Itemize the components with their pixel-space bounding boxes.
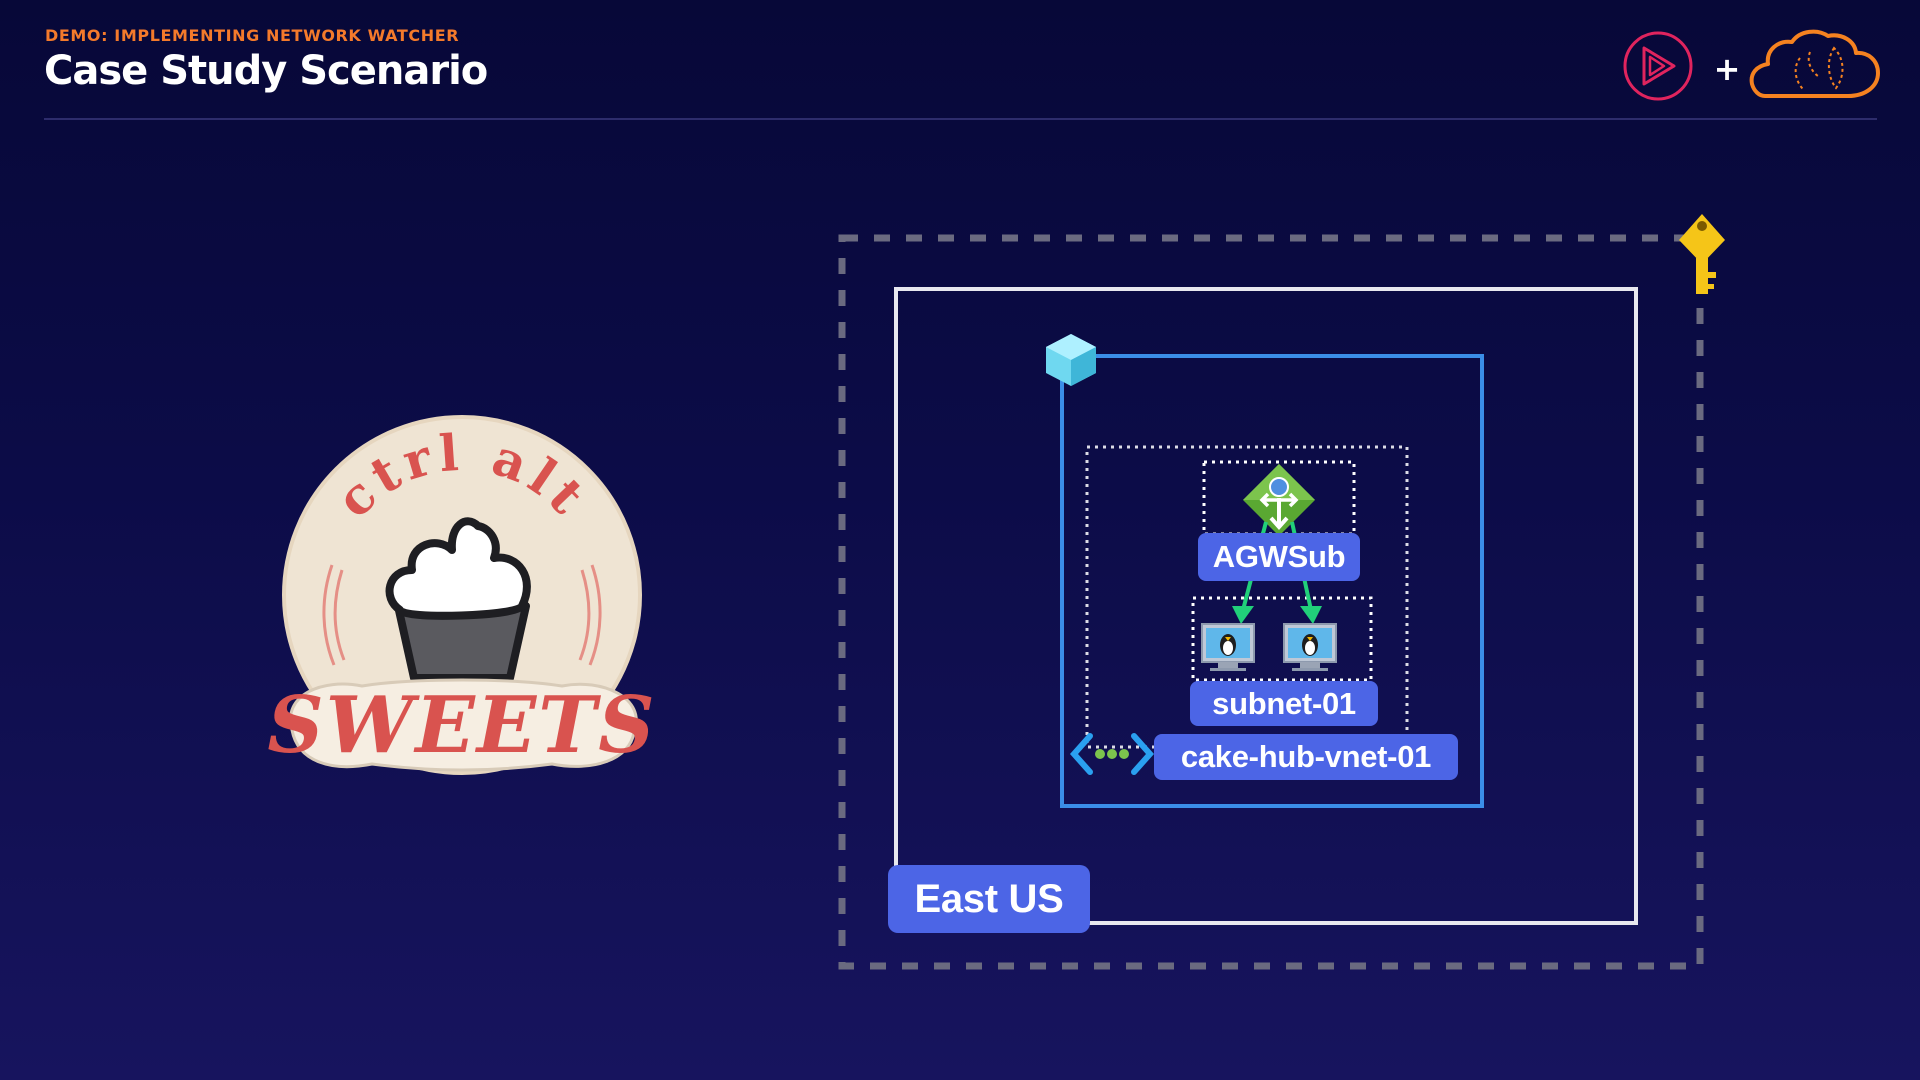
header-divider <box>44 118 1877 120</box>
cupcake-icon <box>385 517 531 682</box>
virtual-network-icon <box>1069 733 1155 775</box>
subscription-boundary <box>838 234 1704 970</box>
subnet-group-boundary <box>1085 445 1409 749</box>
subnet-label: subnet-01 <box>1190 681 1378 726</box>
linux-vm-icon <box>1283 623 1337 671</box>
vnet-label: cake-hub-vnet-01 <box>1154 734 1458 780</box>
cloud-academy-cloud-icon <box>1749 29 1880 98</box>
page-title: Case Study Scenario <box>44 48 488 94</box>
header-eyebrow: DEMO: IMPLEMENTING NETWORK WATCHER <box>45 26 460 45</box>
key-vault-key-icon <box>1679 214 1725 294</box>
linux-vm-icon <box>1201 623 1255 671</box>
vm-subnet-boundary <box>1191 596 1373 682</box>
company-logo: ctrl alt SWEETS <box>262 410 662 810</box>
application-gateway-icon <box>1243 464 1315 536</box>
plus-sign: + <box>1714 50 1741 88</box>
region-boundary <box>894 287 1638 925</box>
brand-logos: + <box>1620 28 1880 108</box>
vnet-boundary <box>1060 354 1484 808</box>
region-label: East US <box>888 865 1090 933</box>
pluralsight-play-icon <box>1623 31 1693 101</box>
resource-group-cube-icon <box>1046 334 1096 386</box>
logo-bottom-text: SWEETS <box>267 680 656 771</box>
agw-subnet-label: AGWSub <box>1198 533 1360 581</box>
